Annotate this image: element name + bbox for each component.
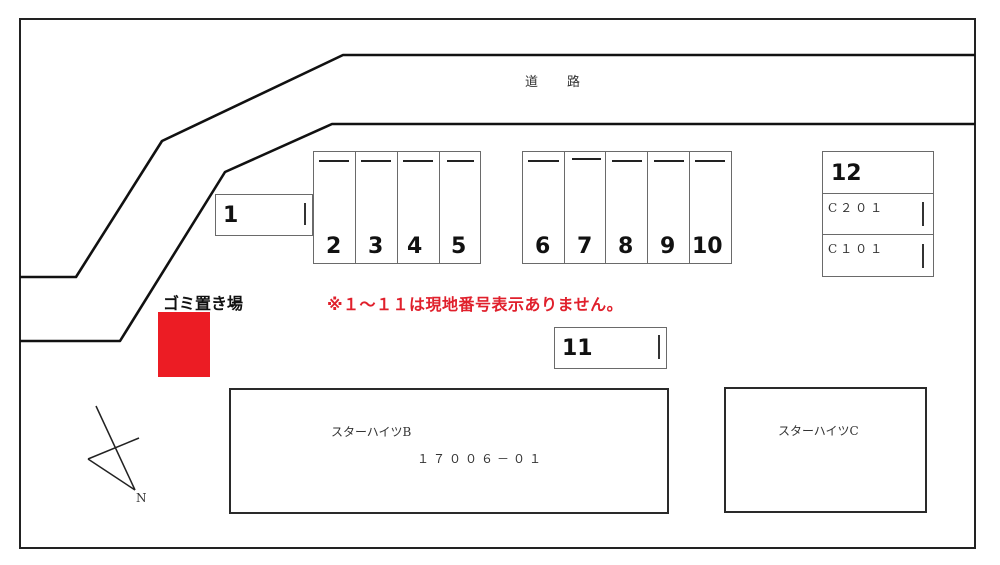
parking-block-2-5: 2 3 4 5	[313, 151, 481, 264]
parking-space-number: 9	[660, 234, 676, 259]
parking-space-number: 1	[223, 203, 239, 228]
parking-space-5[interactable]: 5	[440, 152, 480, 263]
parking-space-number: 11	[562, 336, 593, 361]
building-star-heights-b[interactable]: スターハイツB １７００６－０１	[229, 388, 669, 514]
parking-space-4[interactable]: 4	[398, 152, 440, 263]
garbage-area-label: ゴミ置き場	[163, 294, 244, 313]
car-stop-mark	[528, 160, 559, 162]
road	[20, 53, 975, 343]
building-b-name: スターハイツB	[331, 425, 412, 439]
parking-space-c201[interactable]: C２０１	[823, 194, 933, 235]
parking-space-number: 3	[368, 234, 384, 259]
parking-space-1[interactable]: 1	[215, 194, 313, 236]
garbage-area[interactable]	[158, 312, 210, 377]
parking-space-12[interactable]: 12	[823, 152, 933, 194]
road-label-1: 道	[525, 75, 539, 90]
building-star-heights-c[interactable]: スターハイツC	[724, 387, 927, 513]
parking-space-8[interactable]: 8	[606, 152, 648, 263]
parking-space-number: 12	[831, 161, 862, 186]
parking-space-c101[interactable]: C１０１	[823, 235, 933, 276]
building-b-code: １７００６－０１	[417, 452, 546, 466]
car-stop-mark	[654, 160, 684, 162]
parking-space-number: 4	[407, 234, 423, 259]
car-stop-mark	[361, 160, 391, 162]
parking-space-number: 7	[577, 234, 593, 259]
car-stop-mark	[403, 160, 433, 162]
car-stop-mark	[319, 160, 349, 162]
unit-label-c201: C２０１	[828, 201, 886, 215]
parking-space-7[interactable]: 7	[565, 152, 606, 263]
road-edge-lower	[20, 122, 975, 343]
car-stop-mark	[658, 335, 660, 359]
parking-space-number: 6	[535, 234, 551, 259]
car-stop-mark	[612, 160, 642, 162]
car-stop-mark	[304, 203, 306, 225]
car-stop-mark	[447, 160, 474, 162]
car-stop-mark	[695, 160, 725, 162]
parking-space-number: 8	[618, 234, 634, 259]
parking-space-number: 2	[326, 234, 342, 259]
parking-block-12: 12 C２０１ C１０１	[822, 151, 934, 277]
parking-space-9[interactable]: 9	[648, 152, 690, 263]
road-edge-upper	[20, 53, 975, 279]
unit-label-c101: C１０１	[828, 242, 886, 256]
parking-block-6-10: 6 7 8 9 10	[522, 151, 732, 264]
parking-space-3[interactable]: 3	[356, 152, 398, 263]
parking-space-6[interactable]: 6	[523, 152, 565, 263]
north-label: N	[136, 491, 147, 505]
parking-space-11[interactable]: 11	[554, 327, 667, 369]
car-stop-mark	[922, 244, 924, 268]
numbering-note: ※１～１１は現地番号表示ありません。	[327, 295, 624, 314]
parking-space-2[interactable]: 2	[314, 152, 356, 263]
car-stop-mark	[922, 202, 924, 226]
site-boundary	[19, 18, 976, 549]
parking-space-number: 10	[692, 234, 723, 259]
car-stop-mark	[572, 158, 601, 160]
building-c-name: スターハイツC	[778, 424, 859, 438]
parking-space-10[interactable]: 10	[690, 152, 731, 263]
road-label-2: 路	[567, 75, 581, 90]
parking-space-number: 5	[451, 234, 467, 259]
north-arrow-icon	[87, 405, 140, 491]
